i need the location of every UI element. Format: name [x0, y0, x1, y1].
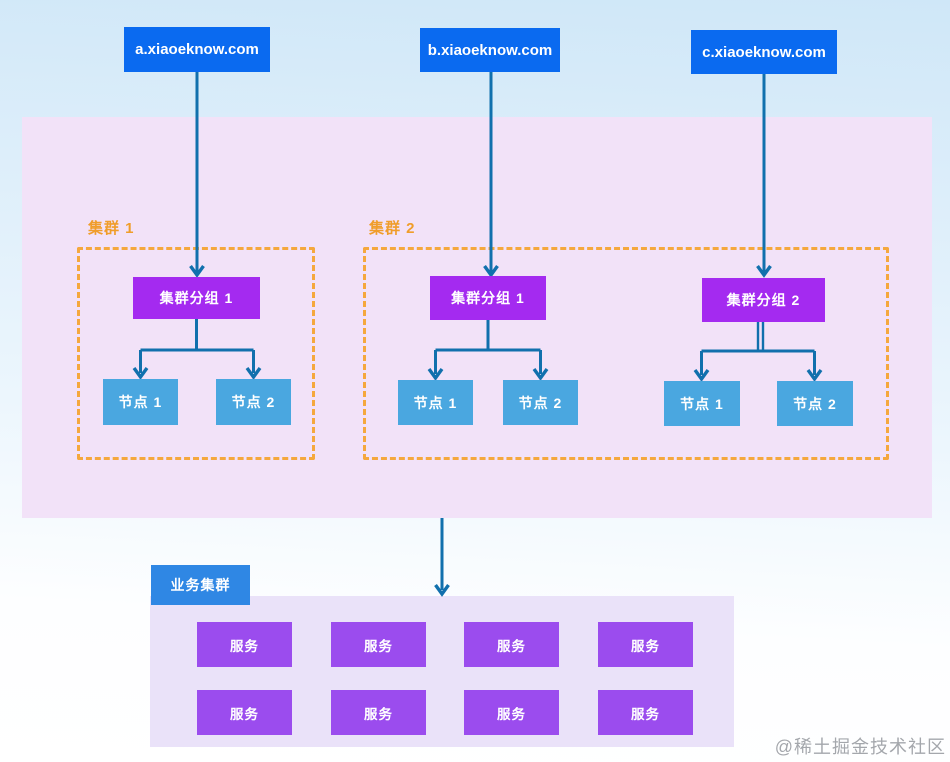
- service-box-3: 服务: [464, 622, 559, 667]
- service-box-7: 服务: [464, 690, 559, 735]
- arrowhead-c2g2-node2: [806, 369, 823, 382]
- cluster-2-group-1-node-1-box: 节点 1: [398, 380, 473, 425]
- cluster-2-group-1-box: 集群分组 1: [430, 276, 546, 320]
- arrowhead-c1g1-node1: [132, 367, 149, 380]
- arrowhead-c2g2-node1: [693, 369, 710, 382]
- service-box-8: 服务: [598, 690, 693, 735]
- watermark-text: @稀土掘金技术社区: [774, 737, 946, 757]
- arrowhead-c1g1-node2: [245, 367, 262, 380]
- service-box-5: 服务: [197, 690, 292, 735]
- cluster-2-frame: [363, 247, 889, 460]
- cluster-2-group-1-node-2-box: 节点 2: [503, 380, 578, 425]
- cluster-2-group-2-box: 集群分组 2: [702, 278, 825, 322]
- cluster-2-group-2-node-2-box: 节点 2: [777, 381, 853, 426]
- cluster-2-label: 集群 2: [369, 220, 416, 237]
- cluster-2-group-2-node-1-box: 节点 1: [664, 381, 740, 426]
- cluster-1-label: 集群 1: [88, 220, 135, 237]
- service-box-6: 服务: [331, 690, 426, 735]
- service-box-2: 服务: [331, 622, 426, 667]
- domain-box-c: c.xiaoeknow.com: [691, 30, 837, 74]
- business-cluster-label: 业务集群: [151, 565, 250, 605]
- arrowhead-c2g1-node2: [532, 368, 549, 381]
- cluster-1-node-2-box: 节点 2: [216, 379, 291, 425]
- arrowhead-domain-c: [756, 265, 772, 278]
- domain-box-a: a.xiaoeknow.com: [124, 27, 270, 72]
- service-box-4: 服务: [598, 622, 693, 667]
- arrowhead-business: [434, 584, 450, 597]
- service-box-1: 服务: [197, 622, 292, 667]
- cluster-1-group-1-box: 集群分组 1: [133, 277, 260, 319]
- arrowhead-c2g1-node1: [427, 368, 444, 381]
- cluster-1-node-1-box: 节点 1: [103, 379, 178, 425]
- domain-box-b: b.xiaoeknow.com: [420, 28, 560, 72]
- arrowhead-domain-b: [483, 265, 499, 278]
- arrowhead-domain-a: [189, 265, 205, 278]
